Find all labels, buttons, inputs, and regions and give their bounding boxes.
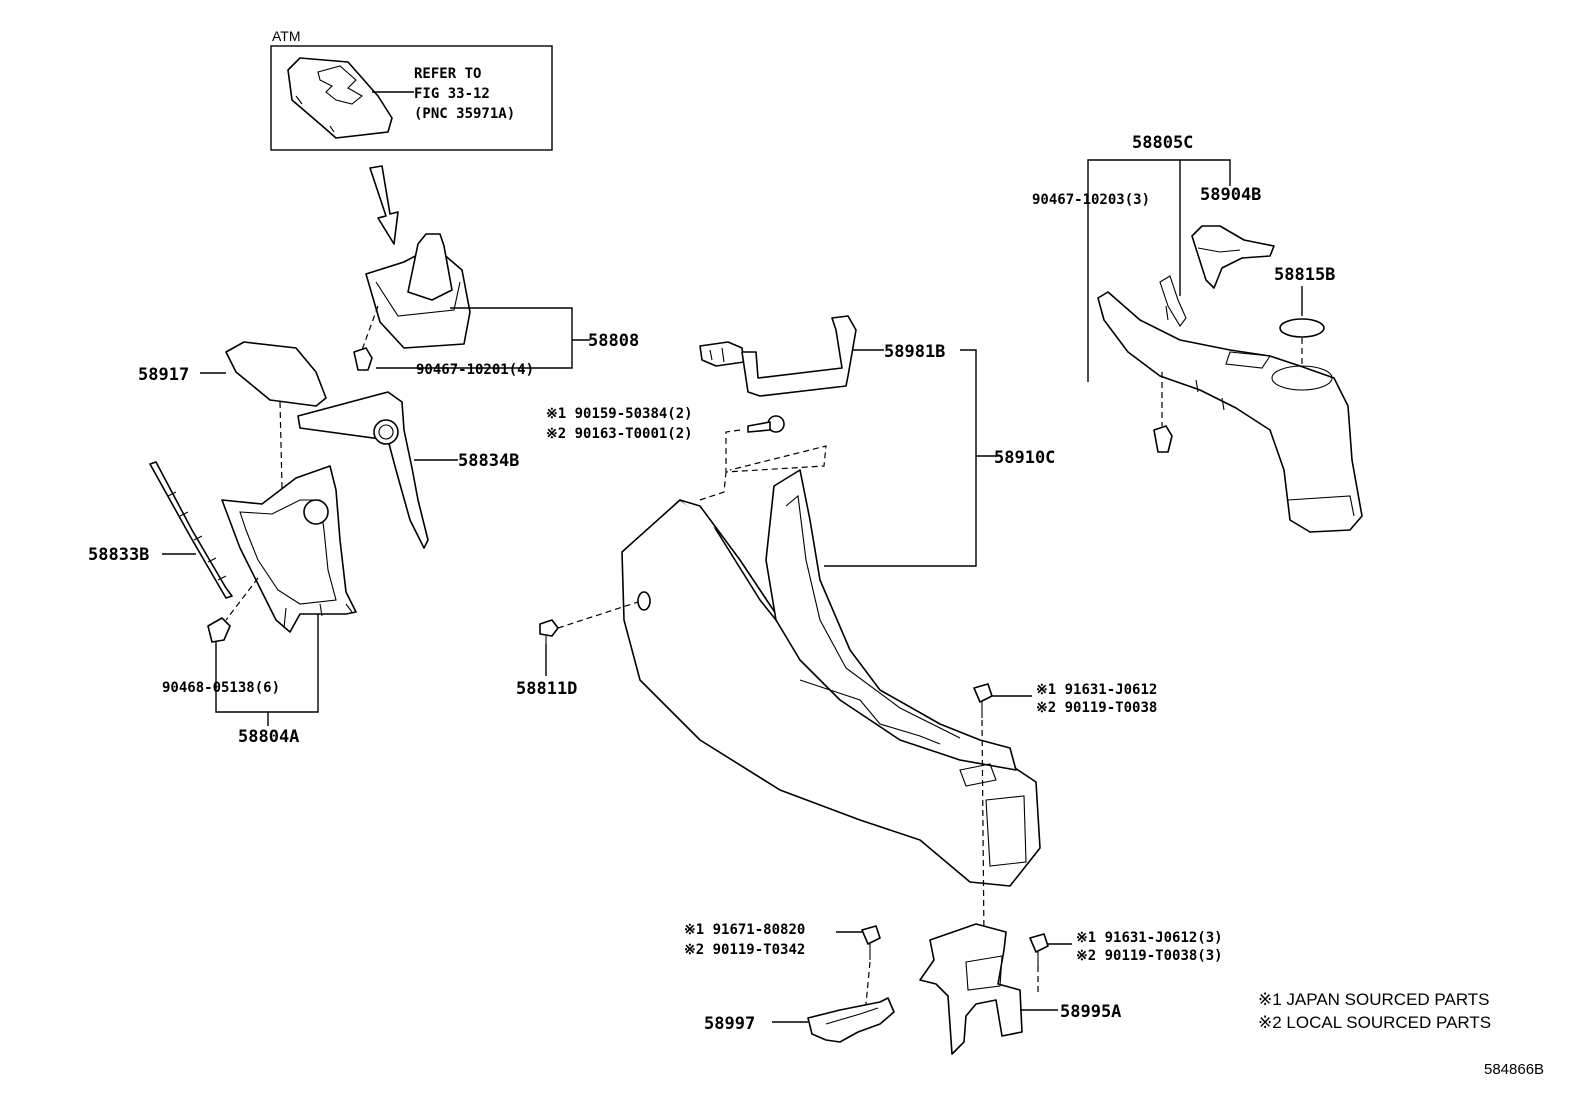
cover-58904B-drawing [1191, 225, 1275, 289]
label-90119-T0038-b: ※2 90119-T0038(3) [1076, 948, 1223, 964]
screw-91631-right-drawing [1029, 933, 1049, 966]
label-58833B: 58833B [88, 545, 149, 565]
atm-reference-box: ATM REFER TO FIG 33-12 (PNC 35971A) [270, 28, 553, 151]
panel-58804A-drawing [221, 465, 357, 633]
legend: ※1 JAPAN SOURCED PARTS ※2 LOCAL SOURCED … [1258, 990, 1491, 1032]
clip-90467-10201-drawing [353, 347, 373, 371]
label-58904B: 58904B [1200, 185, 1261, 205]
arrow-icon [369, 165, 399, 245]
label-58917: 58917 [138, 365, 189, 385]
plug-58811D-drawing [539, 619, 559, 644]
label-90468-05138: 90468-05138(6) [162, 680, 280, 696]
label-58808: 58808 [588, 331, 639, 351]
atm-tag: ATM [272, 28, 301, 44]
legend-note-local: ※2 LOCAL SOURCED PARTS [1258, 1013, 1491, 1032]
label-58811D: 58811D [516, 679, 577, 699]
screw-90159-drawing [747, 415, 785, 433]
label-91671-80820: ※1 91671-80820 [684, 922, 805, 938]
label-58910C: 58910C [994, 448, 1055, 468]
clip-90467-10203-drawing [1153, 425, 1173, 453]
label-58995A: 58995A [1060, 1002, 1121, 1022]
label-58981B: 58981B [884, 342, 945, 362]
label-58804A: 58804A [238, 727, 299, 747]
screw-91631-top-drawing [973, 683, 993, 718]
console-box-58805C-drawing [1097, 275, 1363, 533]
label-90119-T0038-a: ※2 90119-T0038 [1036, 700, 1157, 716]
label-58997: 58997 [704, 1014, 755, 1034]
label-90467-10203: 90467-10203(3) [1032, 192, 1150, 208]
refer-line-3: (PNC 35971A) [414, 106, 515, 122]
label-90163-T0001: ※2 90163-T0001(2) [546, 426, 693, 442]
label-58805C: 58805C [1132, 133, 1193, 153]
shift-bezel-drawing [287, 57, 393, 139]
figure-id: 584866B [1484, 1061, 1544, 1078]
bracket-58997-drawing [807, 997, 895, 1043]
main-console-drawing [621, 469, 1041, 887]
screw-91671-drawing [861, 925, 881, 960]
strip-58833B-drawing [149, 461, 233, 599]
label-90119-T0342: ※2 90119-T0342 [684, 942, 805, 958]
shift-boot-drawing [365, 233, 471, 349]
label-91631-J0612-a: ※1 91631-J0612 [1036, 682, 1157, 698]
panel-58834B-drawing [297, 391, 429, 549]
bracket-58995A-drawing [919, 923, 1023, 1055]
label-58815B: 58815B [1274, 265, 1335, 285]
refer-line-2: FIG 33-12 [414, 86, 490, 102]
label-58834B: 58834B [458, 451, 519, 471]
refer-line-1: REFER TO [414, 66, 481, 82]
cover-58917-drawing [225, 341, 327, 407]
label-91631-J0612-b: ※1 91631-J0612(3) [1076, 930, 1223, 946]
legend-note-japan: ※1 JAPAN SOURCED PARTS [1258, 990, 1490, 1009]
label-90467-10201: 90467-10201(4) [416, 362, 534, 378]
pad-58815B-drawing [1279, 318, 1325, 338]
label-90159-50384: ※1 90159-50384(2) [546, 406, 693, 422]
bracket-58981B-drawing [699, 315, 857, 397]
clip-90468-05138-drawing [207, 617, 231, 643]
